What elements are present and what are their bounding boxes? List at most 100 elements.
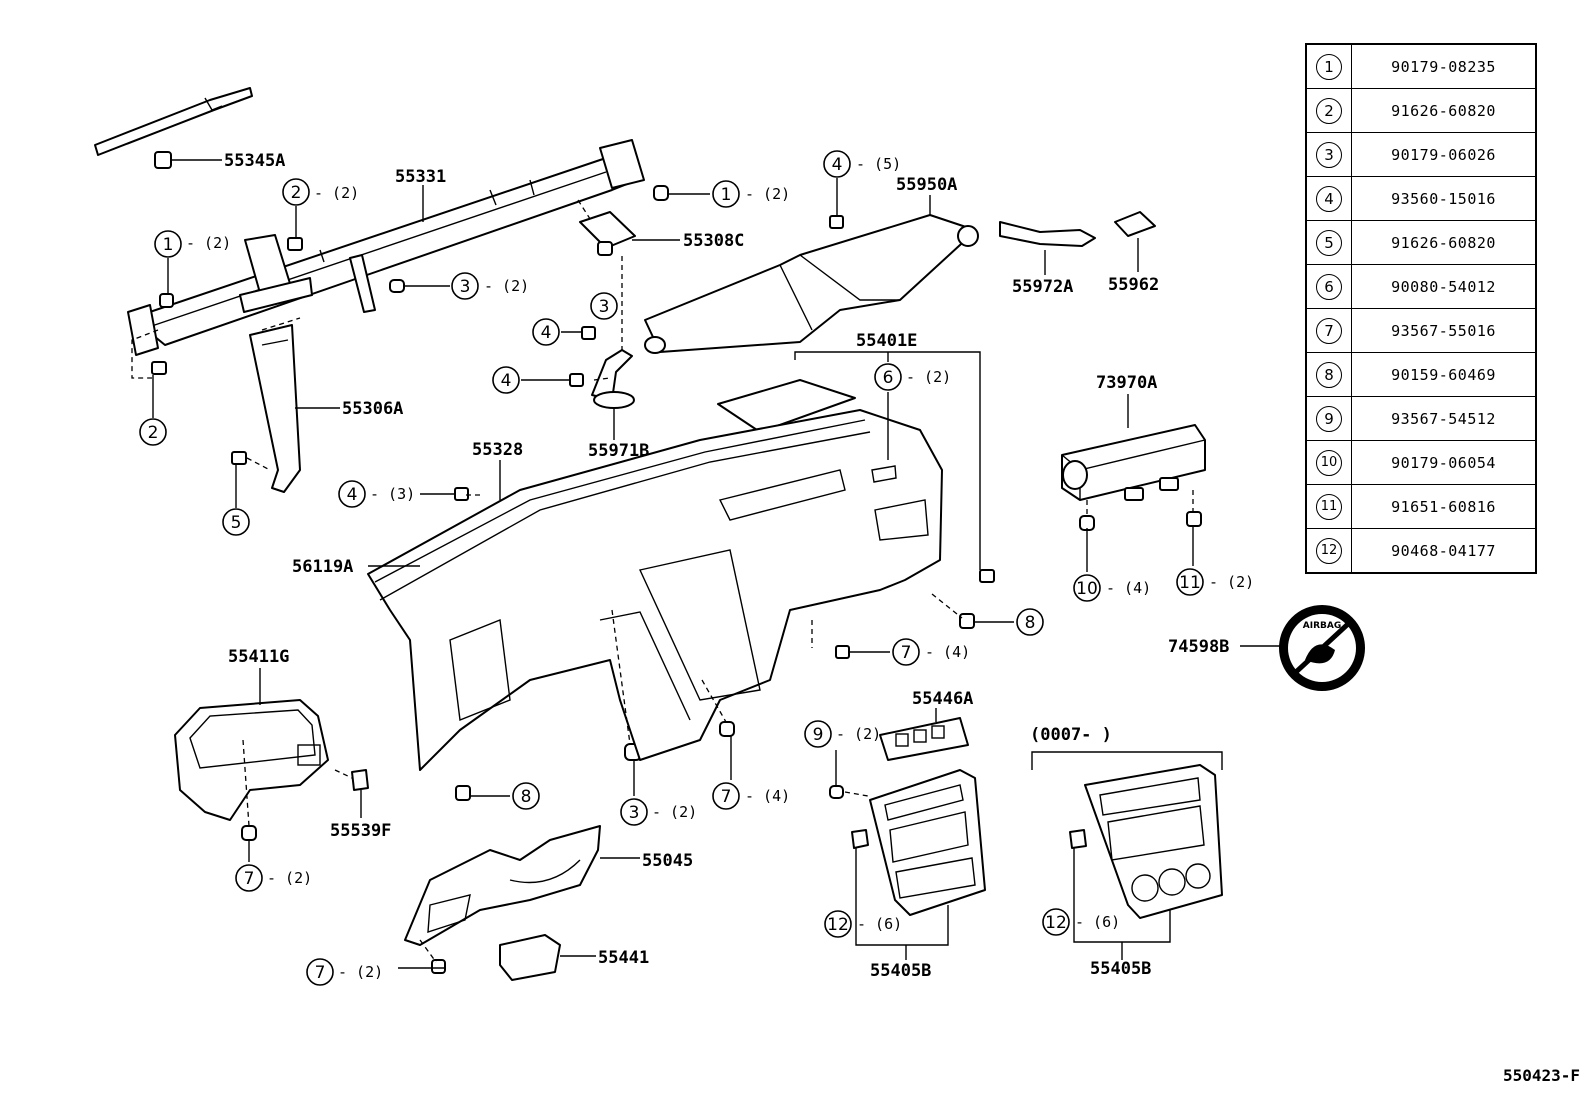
legend-part-number: 91651-60816 — [1351, 484, 1537, 529]
duct-55971b-drawing — [591, 349, 635, 409]
legend-number-cell: 12 — [1305, 528, 1352, 574]
airbag-label-text: AIRBAG — [1303, 621, 1341, 631]
callout-7-b: 7 — [721, 787, 732, 807]
airbag-module-73970a-drawing — [1061, 424, 1206, 501]
legend-row: 10 90179-06054 — [1305, 440, 1537, 485]
date-range-label: (0007- ) — [1030, 725, 1112, 745]
callout-3-b: 3 — [599, 297, 610, 317]
legend-part-number: 90468-04177 — [1351, 528, 1537, 574]
airbag-label-74598b-drawing: AIRBAG — [1279, 605, 1365, 691]
leader-lines — [152, 159, 1280, 969]
callout-7-d: 7 — [315, 963, 326, 983]
callouts: 1 - (2) 2 - (2) 1 - (2) 3 - (2) 2 5 4 - … — [139, 150, 1254, 986]
instrument-panel-drawing — [367, 409, 943, 771]
label-55971b: 55971B — [588, 441, 649, 461]
callout-5: 5 — [231, 513, 242, 533]
legend-part-number: 90080-54012 — [1351, 264, 1537, 309]
label-55306a: 55306A — [342, 399, 403, 419]
center-panel-55405b-left-drawing — [851, 769, 986, 916]
dashed-lines — [131, 199, 1194, 963]
label-55405b-right: 55405B — [1090, 959, 1151, 979]
label-55308c: 55308C — [683, 231, 744, 251]
label-55328: 55328 — [472, 440, 523, 460]
bracket-55345a-drawing — [94, 87, 253, 169]
legend-part-number: 90179-06054 — [1351, 440, 1537, 485]
label-55962: 55962 — [1108, 275, 1159, 295]
svg-text:- (6): - (6) — [1075, 913, 1120, 931]
legend-number-cell: 2 — [1305, 88, 1352, 133]
callout-4-a: 4 — [347, 485, 358, 505]
label-55401e: 55401E — [856, 331, 917, 351]
svg-text:- (2): - (2) — [1209, 573, 1254, 591]
diagram-code: 550423-F — [1502, 1066, 1580, 1085]
legend-row: 1 90179-08235 — [1305, 43, 1537, 89]
callout-8-b: 8 — [521, 787, 532, 807]
callout-3-a: 3 — [460, 277, 471, 297]
legend-number-cell: 8 — [1305, 352, 1352, 397]
legend-callout-number: 1 — [1316, 53, 1342, 80]
nozzle-55962-drawing — [1114, 211, 1156, 237]
callout-7-c: 7 — [244, 869, 255, 889]
callout-12-b: 12 — [1045, 913, 1067, 933]
callout-4-d: 4 — [832, 155, 843, 175]
bracket-55308c-drawing — [579, 211, 636, 256]
lower-panel-55045-drawing — [404, 825, 601, 946]
legend-callout-number: 2 — [1316, 97, 1342, 124]
label-55950a: 55950A — [896, 175, 957, 195]
callout-8-a: 8 — [1025, 613, 1036, 633]
callout-1-a: 1 — [721, 185, 732, 205]
legend-callout-number: 4 — [1316, 185, 1342, 212]
svg-text:- (6): - (6) — [857, 915, 902, 933]
callout-11: 11 — [1179, 573, 1201, 593]
brace-55306a-drawing — [249, 324, 301, 493]
label-55411g: 55411G — [228, 647, 289, 667]
callout-9: 9 — [813, 725, 824, 745]
callout-12-a: 12 — [827, 915, 849, 935]
callout-1-b: 1 — [163, 235, 174, 255]
clip-55539f-drawing — [351, 769, 369, 791]
legend-number-cell: 5 — [1305, 220, 1352, 265]
callout-4-c: 4 — [501, 371, 512, 391]
legend-callout-number: 7 — [1316, 317, 1342, 344]
callout-6: 6 — [883, 368, 894, 388]
legend-row: 7 93567-55016 — [1305, 308, 1537, 353]
legend-callout-number: 6 — [1316, 273, 1342, 300]
svg-text:- (2): - (2) — [906, 368, 951, 386]
legend-part-number: 90159-60469 — [1351, 352, 1537, 397]
legend-part-number: 90179-08235 — [1351, 43, 1537, 89]
callout-10: 10 — [1076, 579, 1098, 599]
duct-55950a-drawing — [644, 214, 979, 354]
label-73970a: 73970A — [1096, 373, 1157, 393]
svg-text:- (2): - (2) — [484, 277, 529, 295]
legend-number-cell: 3 — [1305, 132, 1352, 177]
label-55405b-left: 55405B — [870, 961, 931, 981]
label-55972a: 55972A — [1012, 277, 1073, 297]
legend-row: 12 90468-04177 — [1305, 528, 1537, 574]
duct-55972a-drawing — [999, 221, 1096, 247]
legend-part-number: 93567-55016 — [1351, 308, 1537, 353]
svg-text:- (2): - (2) — [836, 725, 881, 743]
legend-part-number: 90179-06026 — [1351, 132, 1537, 177]
legend-callout-number: 10 — [1316, 449, 1342, 476]
legend-number-cell: 6 — [1305, 264, 1352, 309]
svg-text:- (2): - (2) — [652, 803, 697, 821]
svg-text:- (2): - (2) — [314, 184, 359, 202]
label-55045: 55045 — [642, 851, 693, 871]
cluster-finish-panel-55411g-drawing — [174, 699, 329, 821]
legend-number-cell: 1 — [1305, 43, 1352, 89]
legend-number-cell: 10 — [1305, 440, 1352, 485]
legend-row: 6 90080-54012 — [1305, 264, 1537, 309]
switch-55446a-drawing — [879, 717, 969, 761]
legend-callout-number: 5 — [1316, 229, 1342, 256]
legend-number-cell: 11 — [1305, 484, 1352, 529]
legend-callout-number: 12 — [1316, 537, 1342, 564]
svg-text:- (2): - (2) — [267, 869, 312, 887]
legend-number-cell: 7 — [1305, 308, 1352, 353]
